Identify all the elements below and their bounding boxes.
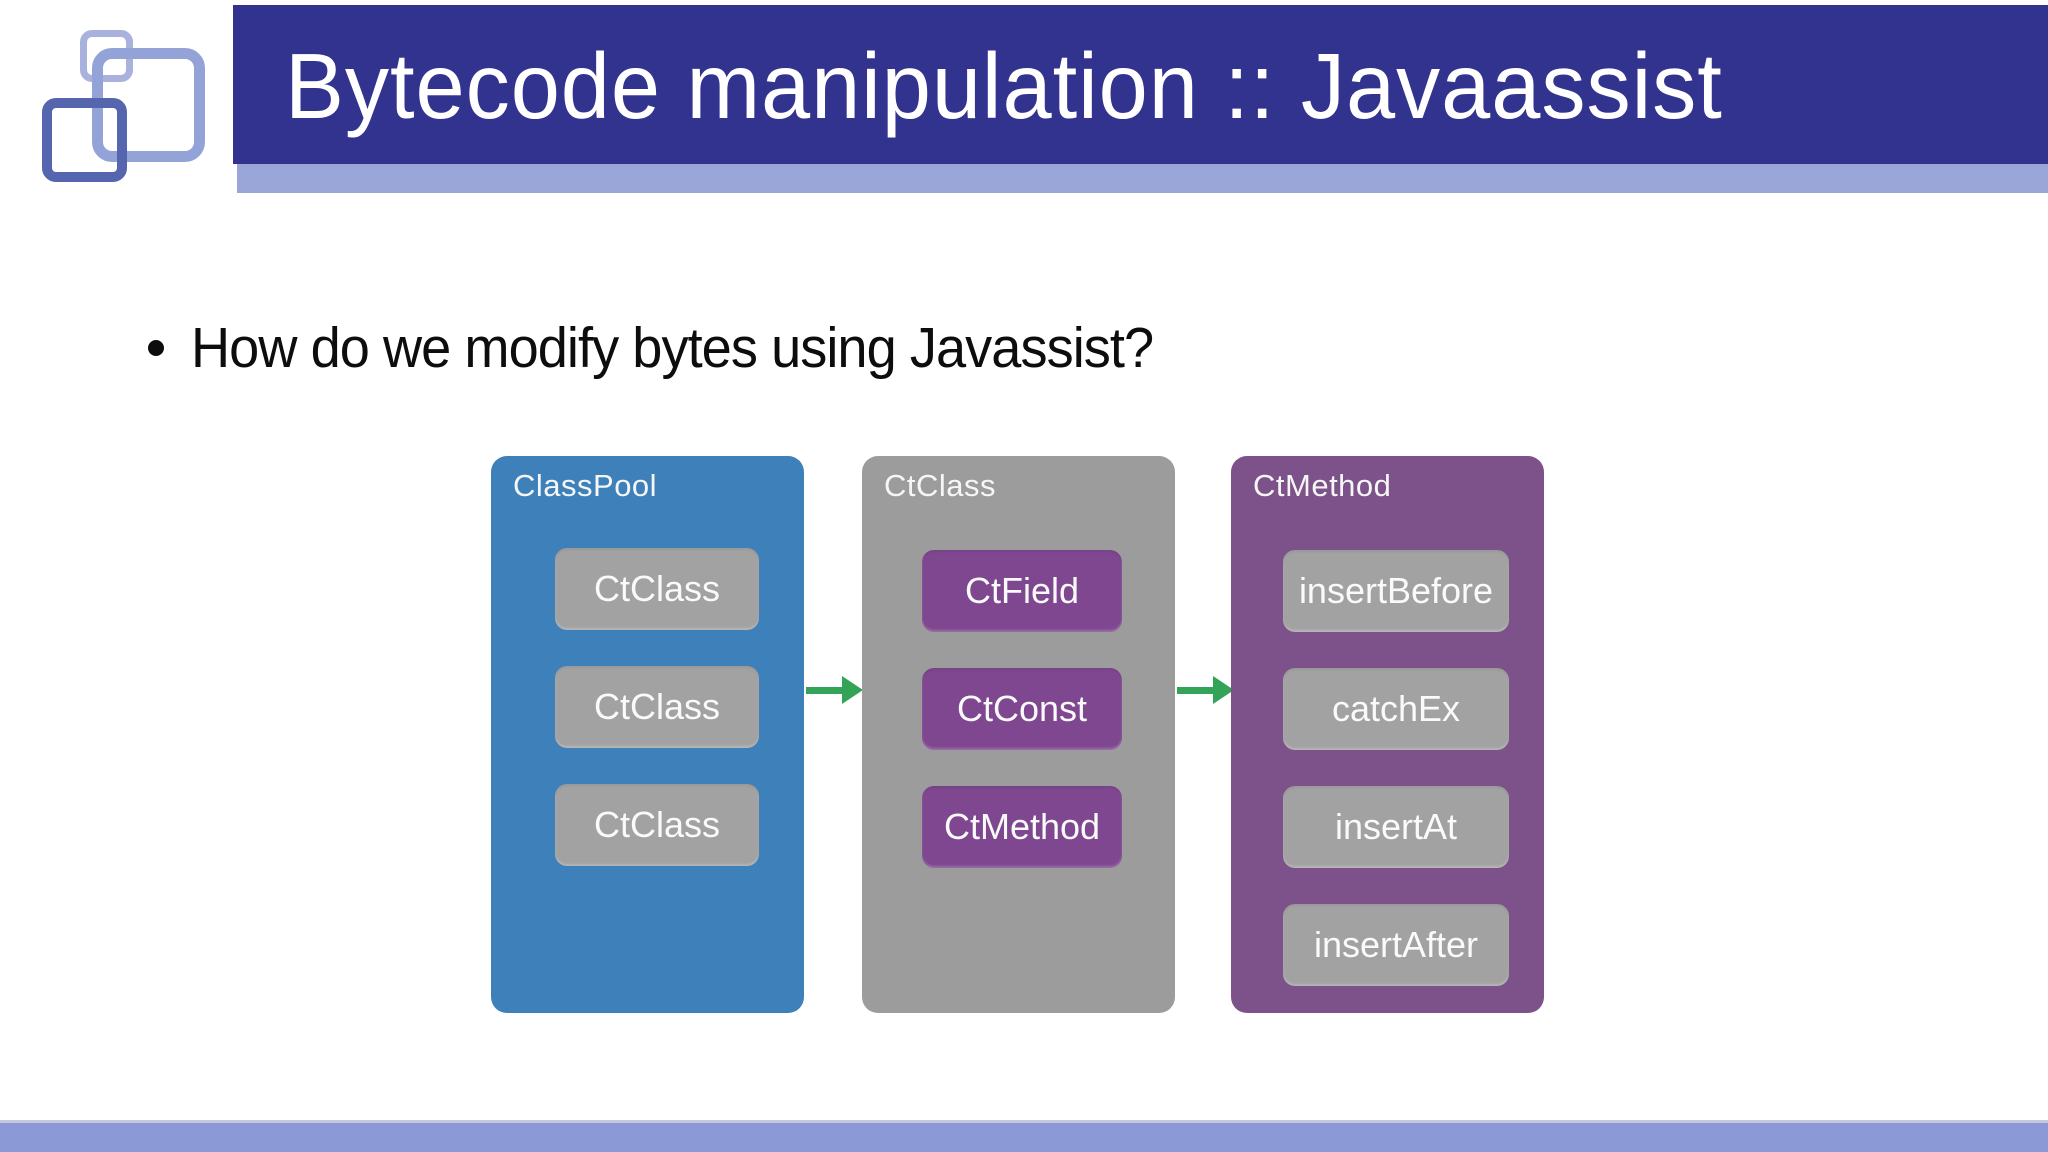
diagram-column-ctmethod: CtMethod insertBefore catchEx insertAt i…	[1231, 456, 1544, 1013]
arrow-shaft	[1177, 686, 1213, 694]
column-label: ClassPool	[513, 468, 658, 503]
diagram-column-classpool: ClassPool CtClass CtClass CtClass	[491, 456, 804, 1013]
diagram-box: CtConst	[922, 668, 1122, 750]
diagram-box: insertAt	[1283, 786, 1509, 868]
arrow-right-icon	[1177, 676, 1234, 704]
logo-square-dark-icon	[42, 98, 127, 182]
diagram-box: CtClass	[555, 548, 759, 630]
diagram-box: insertAfter	[1283, 904, 1509, 986]
arrow-right-icon	[806, 676, 863, 704]
diagram-column-ctclass: CtClass CtField CtConst CtMethod	[862, 456, 1175, 1013]
slide-title: Bytecode manipulation :: Javaassist	[285, 34, 1723, 138]
title-bar-accent-strip	[237, 164, 2048, 193]
diagram-box: CtClass	[555, 784, 759, 866]
column-label: CtClass	[884, 468, 997, 503]
column-label: CtMethod	[1253, 468, 1392, 503]
arrow-shaft	[806, 686, 842, 694]
arrow-head	[842, 676, 863, 704]
diagram-box: CtClass	[555, 666, 759, 748]
arrow-head	[1213, 676, 1234, 704]
diagram-box: CtMethod	[922, 786, 1122, 868]
title-bar: Bytecode manipulation :: Javaassist	[233, 5, 2048, 164]
diagram-box: insertBefore	[1283, 550, 1509, 632]
bullet-marker	[148, 340, 164, 356]
diagram-box: CtField	[922, 550, 1122, 632]
diagram-box: catchEx	[1283, 668, 1509, 750]
footer-bar	[0, 1120, 2048, 1152]
bullet-text: How do we modify bytes using Javassist?	[191, 316, 1154, 380]
bullet-line: How do we modify bytes using Javassist?	[148, 310, 1204, 386]
